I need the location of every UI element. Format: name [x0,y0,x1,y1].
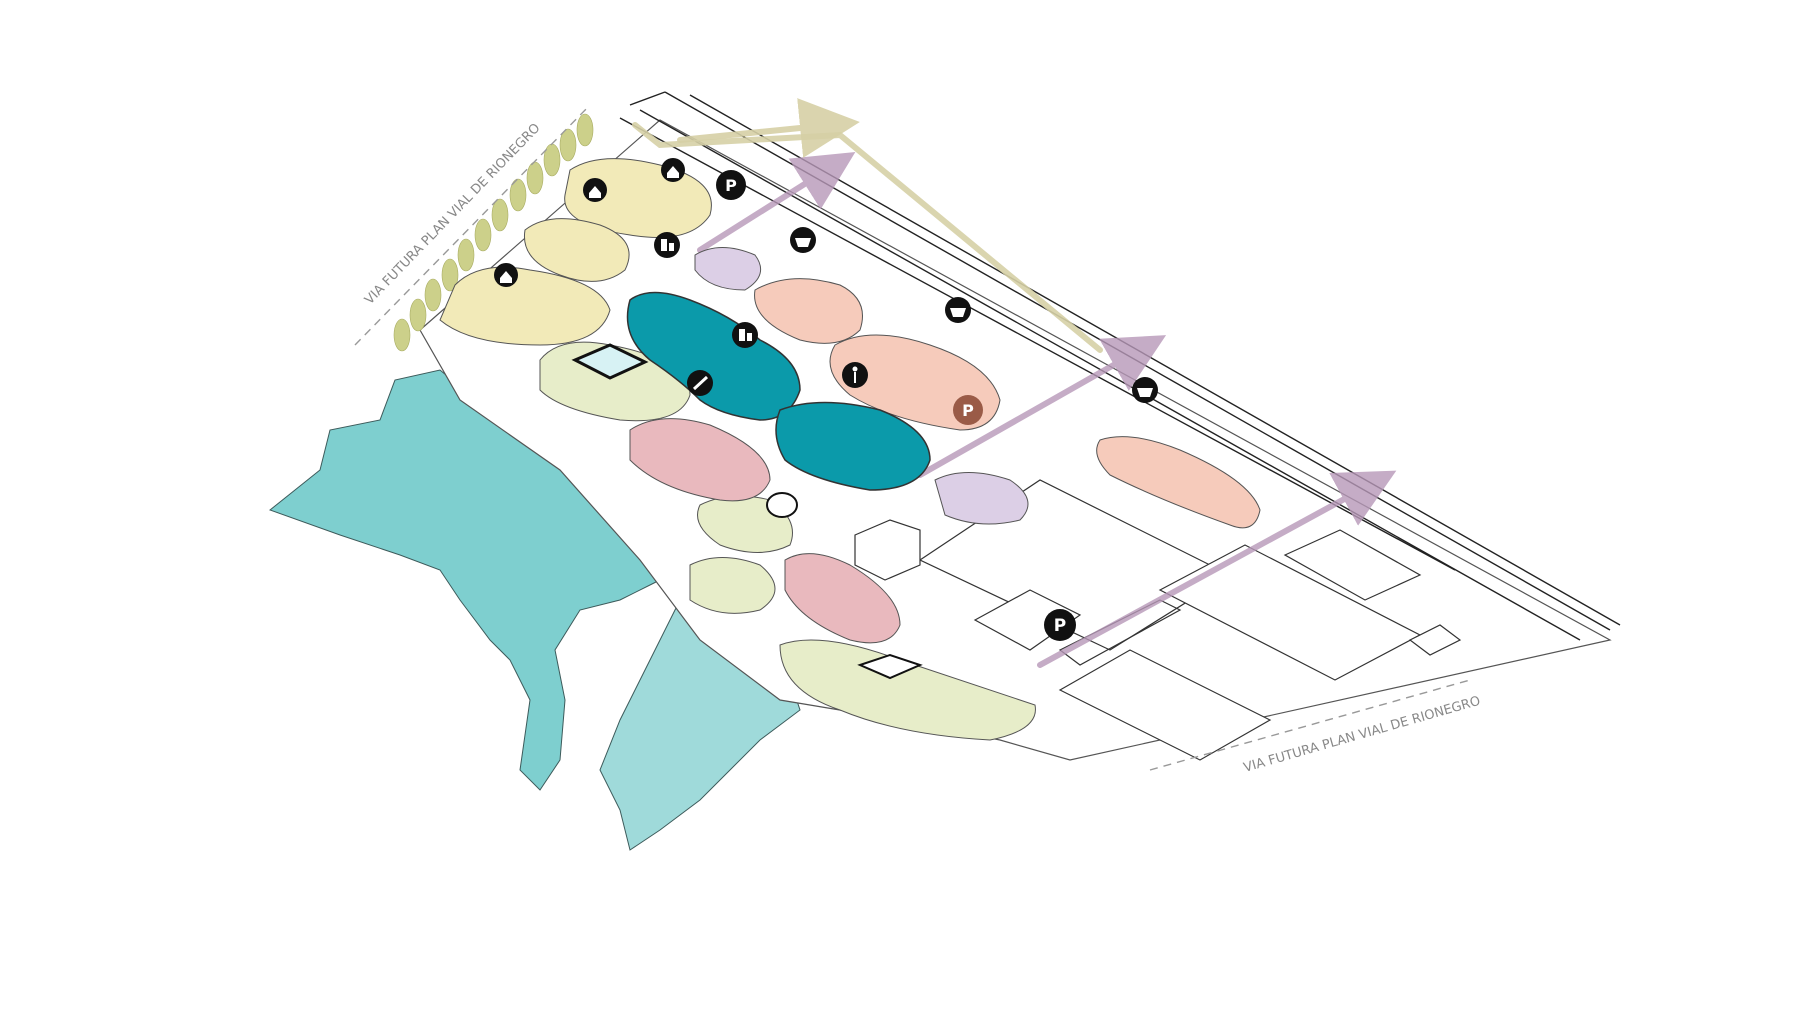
buildings-icon [654,232,680,258]
basket-icon [945,297,971,323]
parking-label: P [962,401,974,420]
structures [571,343,923,680]
parking-icon: P [953,395,983,425]
water-ponds [626,291,931,491]
buildings-icon [732,322,758,348]
house-icon [494,263,518,287]
circulation-arrows [632,98,1397,668]
house-icon [583,178,607,202]
telescope-icon [687,370,713,396]
dancer-icon [842,362,868,388]
house-icon [661,158,685,182]
tree-line [393,113,594,352]
parking-icon: P [1044,609,1076,641]
parking-label: P [1054,616,1066,636]
basket-icon [1132,377,1158,403]
icon-markers: P P P [494,158,1158,641]
parking-label: P [725,176,737,195]
basket-icon [790,227,816,253]
parking-icon: P [716,170,746,200]
